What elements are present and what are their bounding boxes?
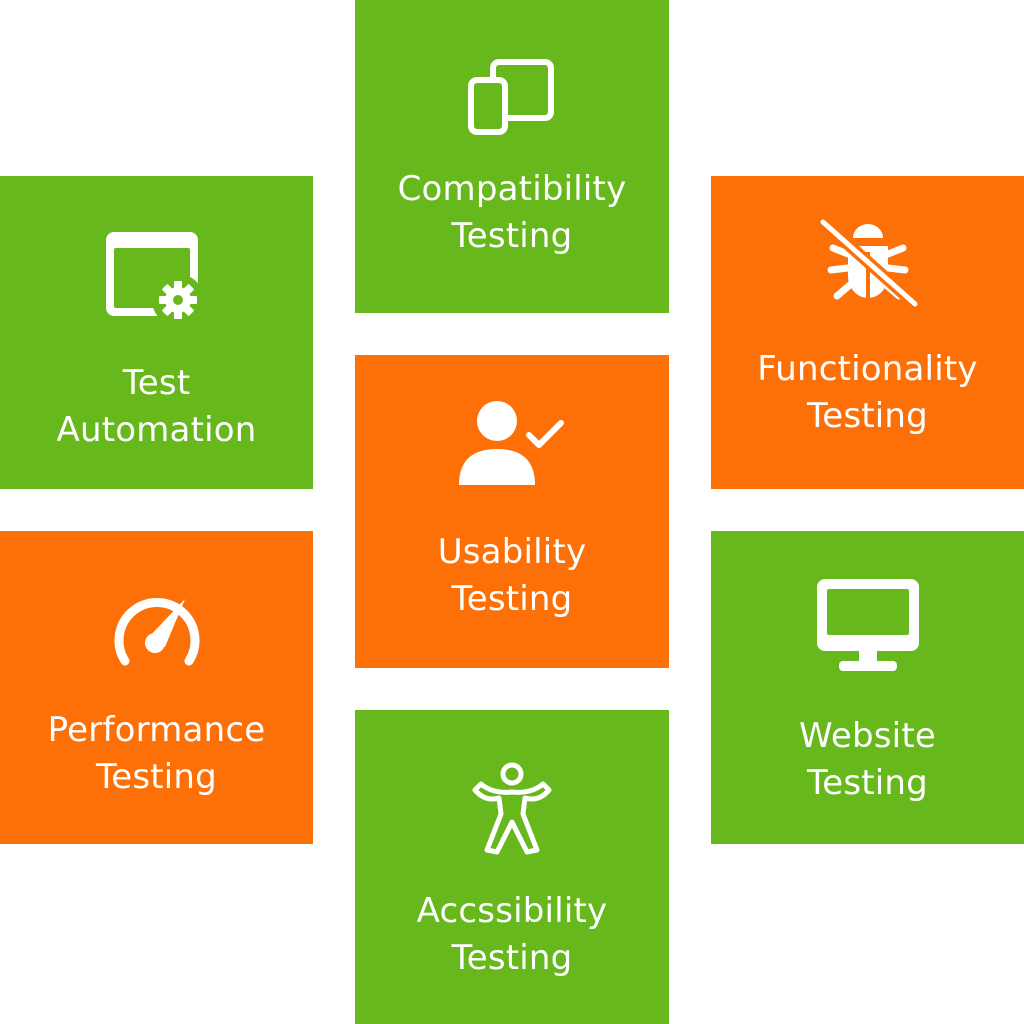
- speedometer-icon: [109, 587, 205, 667]
- tile-compatibility-testing: Compatibility Testing: [355, 0, 669, 313]
- tile-title: Test: [122, 363, 191, 403]
- tile-subtitle: Testing: [807, 763, 928, 803]
- tile-functionality-testing: Functionality Testing: [711, 176, 1024, 489]
- tile-subtitle: Testing: [451, 216, 573, 256]
- bug-slash-icon: [813, 218, 923, 308]
- tile-label: Compatibility Testing: [398, 166, 627, 260]
- tile-website-testing: Website Testing: [711, 531, 1024, 844]
- tile-label: Test Automation: [56, 360, 256, 454]
- tile-label: Accssibility Testing: [417, 888, 608, 982]
- tile-test-automation: Test Automation: [0, 176, 313, 489]
- tile-accessibility-testing: Accssibility Testing: [355, 710, 669, 1024]
- browser-gear-icon: [102, 228, 212, 328]
- tile-label: Performance Testing: [48, 707, 266, 801]
- devices-icon: [467, 58, 557, 138]
- tile-subtitle: Testing: [451, 938, 573, 978]
- tile-subtitle: Testing: [96, 757, 217, 797]
- tile-performance-testing: Performance Testing: [0, 531, 313, 844]
- tile-title: Website: [799, 716, 936, 756]
- tile-title: Usability: [437, 532, 587, 572]
- tile-title: Functionality: [757, 349, 978, 389]
- tile-title: Performance: [47, 710, 266, 750]
- tile-subtitle: Testing: [451, 579, 573, 619]
- tile-label: Website Testing: [799, 713, 936, 807]
- tile-label: Functionality Testing: [757, 346, 977, 440]
- tile-usability-testing: Usability Testing: [355, 355, 669, 668]
- monitor-icon: [813, 577, 923, 673]
- tile-subtitle: Testing: [807, 396, 928, 436]
- accessibility-icon: [467, 762, 557, 858]
- user-check-icon: [457, 399, 567, 489]
- tile-label: Usability Testing: [438, 529, 587, 623]
- tile-title: Accssibility: [416, 891, 608, 931]
- tile-title: Compatibility: [397, 169, 627, 209]
- tile-subtitle: Automation: [56, 410, 257, 450]
